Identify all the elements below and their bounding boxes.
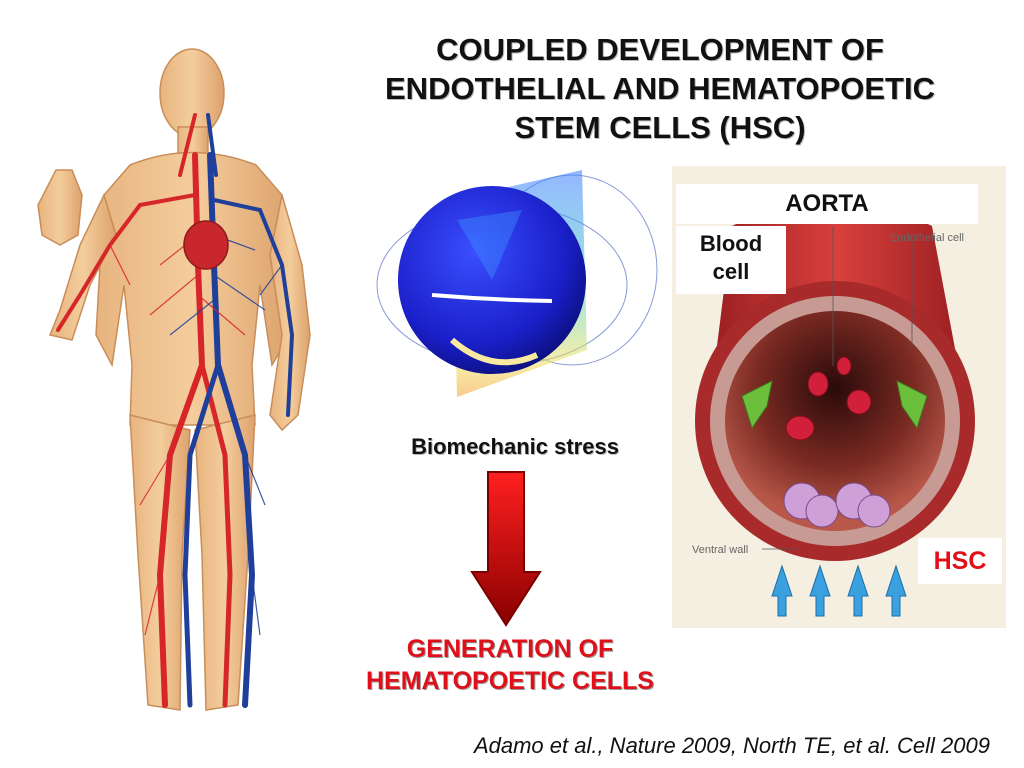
title-line-1: COUPLED DEVELOPMENT OF (436, 32, 884, 67)
generation-line-2: HEMATOPOETIC CELLS (366, 667, 654, 695)
blood-cell-line-2: cell (712, 259, 750, 284)
aorta-cross-section-illustration (695, 201, 975, 617)
generation-label: GENERATION OF HEMATOPOETIC CELLS (320, 633, 700, 697)
blood-cell-label: Blood cell (676, 226, 786, 294)
endothelial-cell-annotation: Endothelial cell (890, 232, 964, 244)
title-line-3: STEM CELLS (HSC) (514, 110, 806, 145)
blood-cell-line-1: Blood (699, 231, 763, 256)
slide-title: COUPLED DEVELOPMENT OF ENDOTHELIAL AND H… (340, 30, 980, 147)
title-line-2: ENDOTHELIAL AND HEMATOPOETIC (385, 71, 935, 106)
down-arrow-icon (470, 471, 542, 627)
biomechanic-stress-label: Biomechanic stress (411, 434, 619, 459)
biomechanic-model-illustration (376, 170, 658, 397)
citation: Adamo et al., Nature 2009, North TE, et … (473, 733, 990, 758)
aorta-label: AORTA (676, 184, 978, 224)
ventral-wall-annotation: Ventral wall (692, 544, 749, 556)
generation-line-1: GENERATION OF (406, 635, 614, 663)
hsc-label: HSC (918, 538, 1002, 584)
human-circulatory-illustration (37, 48, 311, 711)
